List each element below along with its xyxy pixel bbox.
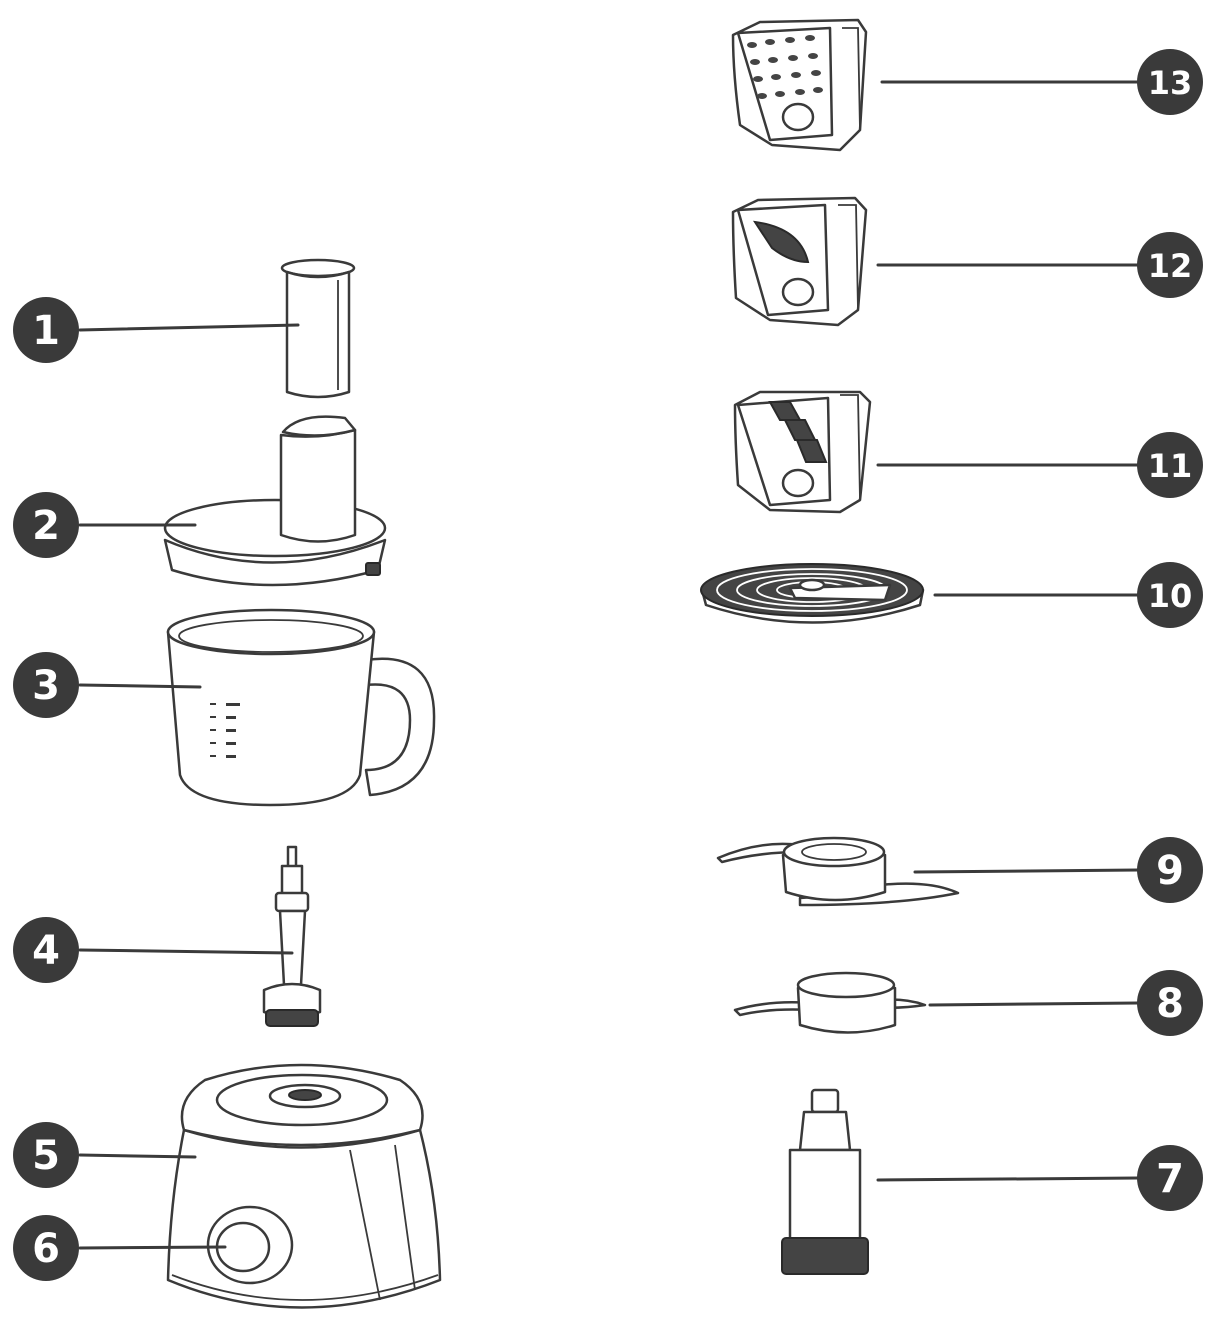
measurement-marks: [210, 703, 240, 758]
pusher-icon: [280, 258, 356, 399]
svg-text:5: 5: [32, 1133, 60, 1179]
badge-6: 6: [13, 1215, 79, 1281]
badge-9: 9: [1137, 837, 1203, 903]
svg-text:1: 1: [32, 308, 60, 354]
svg-text:13: 13: [1148, 64, 1193, 102]
svg-text:12: 12: [1148, 247, 1193, 285]
badge-11: 11: [1137, 432, 1203, 498]
svg-text:11: 11: [1148, 447, 1193, 485]
motor-base-icon: [166, 1063, 442, 1309]
badge-4: 4: [13, 917, 79, 983]
mixing-blade-icon: [733, 971, 927, 1034]
leader-lines: [78, 80, 1140, 1250]
badge-2: 2: [13, 492, 79, 558]
bowl-icon: [166, 608, 436, 807]
shredding-insert-icon: [731, 196, 868, 327]
badge-3: 3: [13, 652, 79, 718]
svg-text:7: 7: [1156, 1156, 1184, 1202]
svg-text:2: 2: [32, 503, 60, 549]
drive-shaft-icon: [781, 1088, 869, 1275]
svg-text:3: 3: [32, 663, 60, 709]
svg-text:8: 8: [1156, 981, 1184, 1027]
svg-text:6: 6: [32, 1226, 60, 1272]
svg-text:4: 4: [32, 928, 60, 974]
badge-8: 8: [1137, 970, 1203, 1036]
badge-5: 5: [13, 1122, 79, 1188]
chopping-blade-icon: [716, 836, 960, 907]
badge-12: 12: [1137, 232, 1203, 298]
grating-insert-icon: [731, 18, 868, 152]
slicing-blades: [768, 401, 828, 463]
slicing-insert-icon: [733, 390, 872, 514]
svg-text:9: 9: [1156, 848, 1184, 894]
badge-7: 7: [1137, 1145, 1203, 1211]
lid-icon: [163, 415, 387, 587]
spindle-icon: [262, 845, 322, 1027]
badge-1: 1: [13, 297, 79, 363]
speed-knob-icon: [206, 1205, 294, 1285]
badge-10: 10: [1137, 562, 1203, 628]
svg-text:10: 10: [1148, 577, 1193, 615]
grating-holes: [747, 35, 823, 99]
emulsifying-disc-icon: [700, 563, 925, 624]
badge-13: 13: [1137, 49, 1203, 115]
